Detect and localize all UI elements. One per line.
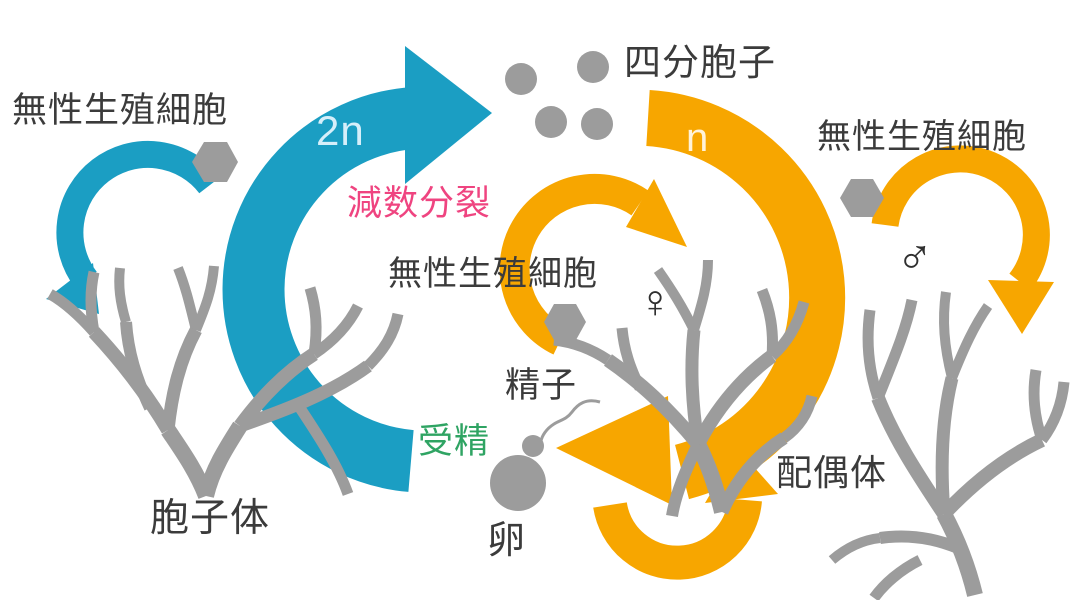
spore-circle	[535, 106, 567, 138]
arrowhead-icon	[626, 179, 687, 247]
arrowhead-icon	[556, 396, 672, 505]
label-sporophyte: 胞子体	[150, 497, 271, 540]
label-sperm: 精子	[505, 366, 578, 405]
spore-circle	[581, 108, 613, 140]
label-ploidy-2n: 2n	[316, 107, 365, 154]
sperm-tail	[539, 399, 601, 442]
spore-circle	[505, 63, 537, 95]
label-meiosis: 減数分裂	[347, 184, 492, 223]
tetraspores	[505, 51, 613, 140]
label-asexual-cell-center: 無性生殖細胞	[388, 255, 598, 293]
sperm-cell	[522, 399, 601, 457]
female-gametophyte-asexual-loop-arrow	[499, 173, 687, 355]
female-gametophyte-organism	[553, 259, 818, 518]
label-asexual-cell-left: 無性生殖細胞	[12, 91, 229, 130]
label-fertilization: 受精	[418, 422, 491, 461]
arrowhead-icon	[988, 280, 1054, 334]
label-egg: 卵	[487, 520, 527, 562]
asexual-cell-hexagon-right	[840, 179, 884, 217]
asexual-cell-hexagon-center	[544, 304, 586, 340]
sporophyte-to-meiosis-arrow	[222, 46, 492, 492]
asexual-cell-hexagon-left	[192, 142, 238, 182]
egg-cell	[490, 455, 546, 511]
male-gametophyte-asexual-loop-arrow	[871, 145, 1054, 334]
label-asexual-cell-right: 無性生殖細胞	[817, 118, 1027, 156]
sporophyte-organism	[47, 265, 404, 499]
label-tetraspore: 四分胞子	[624, 42, 776, 83]
female-symbol: ♀	[638, 275, 674, 327]
tetraspore-to-gametophyte-arrow	[556, 90, 846, 505]
male-gametophyte-organism	[828, 291, 1070, 600]
male-symbol: ♂	[896, 229, 935, 285]
label-ploidy-n: n	[686, 116, 710, 160]
spore-circle	[577, 51, 609, 83]
label-gametophyte: 配偶体	[776, 452, 888, 493]
arrowhead-icon	[405, 46, 492, 184]
